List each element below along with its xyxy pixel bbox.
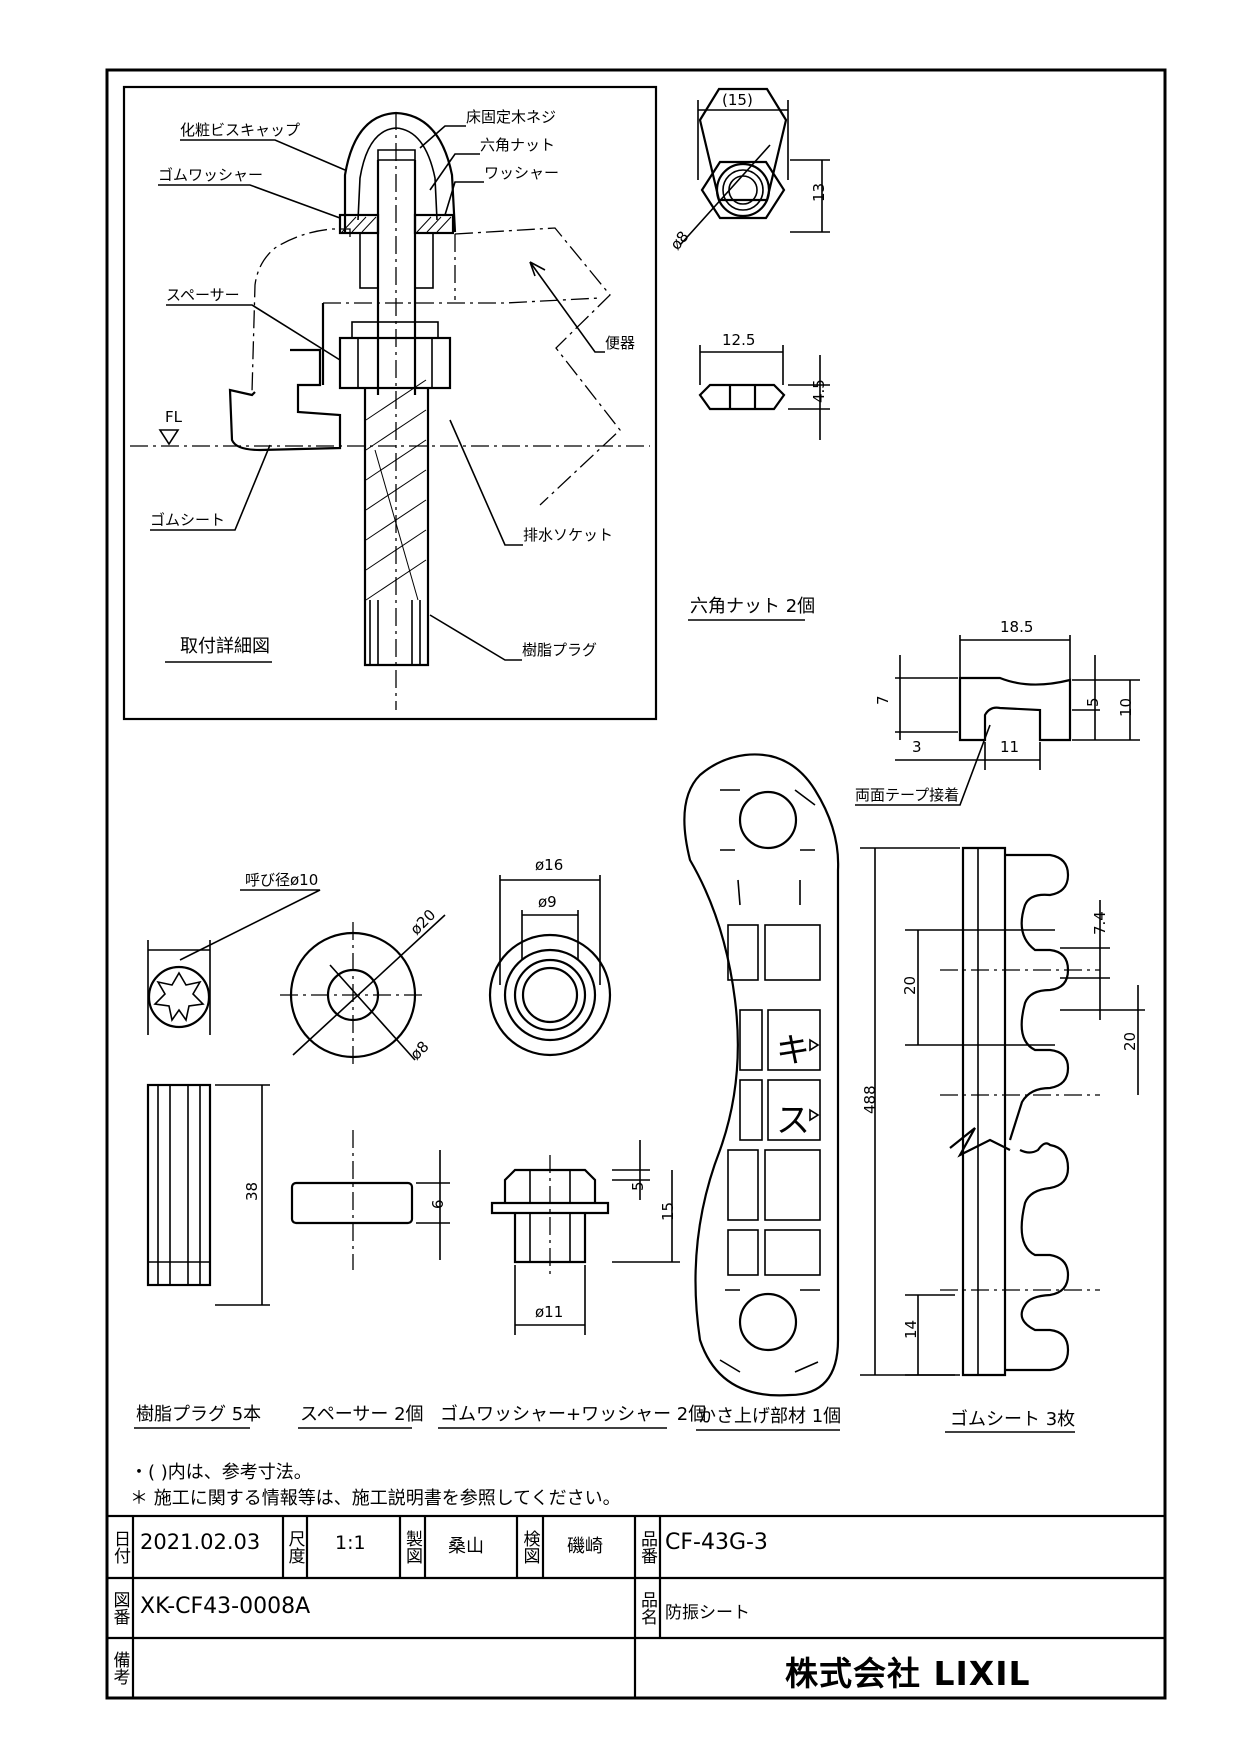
remarks-label: 備考 — [109, 1651, 130, 1685]
nut-side-height-dim: 4.5 — [810, 379, 828, 403]
washer-h5-dim: 5 — [629, 1181, 647, 1191]
sheet-qty: ゴムシート 3枚 — [950, 1409, 1075, 1430]
sheet-7-dim: 7 — [874, 695, 892, 705]
sheet-width-dim: 18.5 — [1000, 618, 1033, 636]
drawing-no-value: XK-CF43-0008A — [140, 1594, 311, 1619]
sheet-74-dim: 7.4 — [1091, 911, 1109, 935]
sheet-3-dim: 3 — [912, 738, 922, 756]
note-2: ＊ 施工に関する情報等は、施工説明書を参照してください。 — [130, 1488, 621, 1509]
spacer-qty: スペーサー 2個 — [300, 1404, 424, 1425]
drawing-no-label: 図番 — [109, 1591, 130, 1625]
date-label: 日付 — [110, 1530, 130, 1564]
floor-screw-label: 床固定木ネジ — [466, 108, 556, 126]
note-1: ・( )内は、参考寸法。 — [130, 1462, 312, 1483]
sheet-profile: 18.5 7 5 10 3 11 両面テープ接着 — [855, 618, 1140, 806]
drain-socket-label: 排水ソケット — [523, 526, 613, 544]
resin-plug-views: 呼び径ø10 38 樹脂プラグ 5本 — [134, 871, 321, 1429]
date-value: 2021.02.03 — [140, 1530, 261, 1554]
plug-qty: 樹脂プラグ 5本 — [136, 1404, 261, 1425]
drawn-label: 製図 — [402, 1530, 422, 1564]
sheet-pitch2-dim: 20 — [1121, 1032, 1139, 1051]
washer-base-dim: ø11 — [535, 1303, 563, 1321]
part-no-label: 品番 — [637, 1530, 657, 1564]
spacer-views: ø20 ø8 6 スペーサー 2個 — [280, 906, 450, 1429]
drawn-by: 桑山 — [448, 1536, 484, 1557]
resin-plug-label: 樹脂プラグ — [522, 641, 597, 659]
detail-title: 取付詳細図 — [180, 636, 270, 657]
sheet-pitch1-dim: 20 — [901, 976, 919, 995]
installation-detail: FL 化粧ビス — [122, 85, 658, 721]
nut-bore-dim: ø8 — [667, 228, 693, 254]
nut-width-dim: (15) — [722, 91, 753, 109]
spacer-od-dim: ø20 — [407, 906, 440, 939]
nut-height-dim: 13 — [810, 183, 828, 202]
spacer-id-dim: ø8 — [407, 1037, 433, 1063]
washer-od-dim: ø16 — [535, 856, 563, 874]
washer-id-dim: ø9 — [538, 893, 557, 911]
sheet-5-dim: 5 — [1084, 697, 1102, 707]
nut-qty: 六角ナット 2個 — [690, 596, 815, 617]
name-label: 品名 — [637, 1591, 657, 1625]
sheet-len-dim: 488 — [861, 1085, 879, 1114]
riser-mark-1: キ — [776, 1031, 810, 1071]
plug-nominal-dim: 呼び径ø10 — [245, 871, 318, 889]
spacer-thick-dim: 6 — [429, 1199, 447, 1209]
rubber-sheet-label: ゴムシート — [150, 511, 225, 529]
nut-side-width-dim: 12.5 — [722, 331, 755, 349]
plug-length-dim: 38 — [243, 1182, 261, 1201]
spacer-label: スペーサー — [166, 286, 240, 304]
washer-qty: ゴムワッシャー+ワッシャー 2個 — [440, 1404, 706, 1425]
sheet-10-dim: 10 — [1117, 698, 1135, 717]
scale-label: 尺度 — [284, 1530, 305, 1564]
part-no-value: CF-43G-3 — [665, 1530, 768, 1555]
riser-part: キ ス かさ上げ部材 1個 — [683, 753, 841, 1431]
title-block — [105, 1514, 1167, 1700]
washer-h15-dim: 15 — [659, 1202, 677, 1221]
scale-value: 1:1 — [335, 1532, 366, 1554]
sheet-14-dim: 14 — [902, 1320, 920, 1339]
riser-qty: かさ上げ部材 1個 — [698, 1406, 841, 1427]
sheet-11-dim: 11 — [1000, 738, 1019, 756]
toilet-label: 便器 — [605, 334, 635, 352]
riser-mark-2: ス — [776, 1101, 810, 1141]
name-value: 防振シート — [665, 1603, 750, 1623]
checked-label: 検図 — [519, 1530, 540, 1564]
washer-views: ø16 ø9 5 15 ø11 ゴムワッシャー+ワッシャー 2個 — [438, 856, 706, 1429]
rubber-washer-label: ゴムワッシャー — [158, 166, 263, 184]
fl-label: FL — [165, 408, 183, 426]
hex-nut-views: (15) ø8 13 12.5 4.5 六角ナット 2個 — [667, 87, 830, 621]
sheet-front: 488 20 20 7.4 14 ゴムシート 3枚 — [860, 846, 1145, 1433]
tape-note: 両面テープ接着 — [855, 786, 959, 804]
washer-label: ワッシャー — [484, 164, 559, 182]
screw-cap-label: 化粧ビスキャップ — [180, 121, 300, 139]
hex-nut-label: 六角ナット — [480, 136, 555, 154]
company-logo: 株式会社 LIXIL — [785, 1654, 1031, 1693]
checked-by: 磯崎 — [567, 1536, 603, 1557]
